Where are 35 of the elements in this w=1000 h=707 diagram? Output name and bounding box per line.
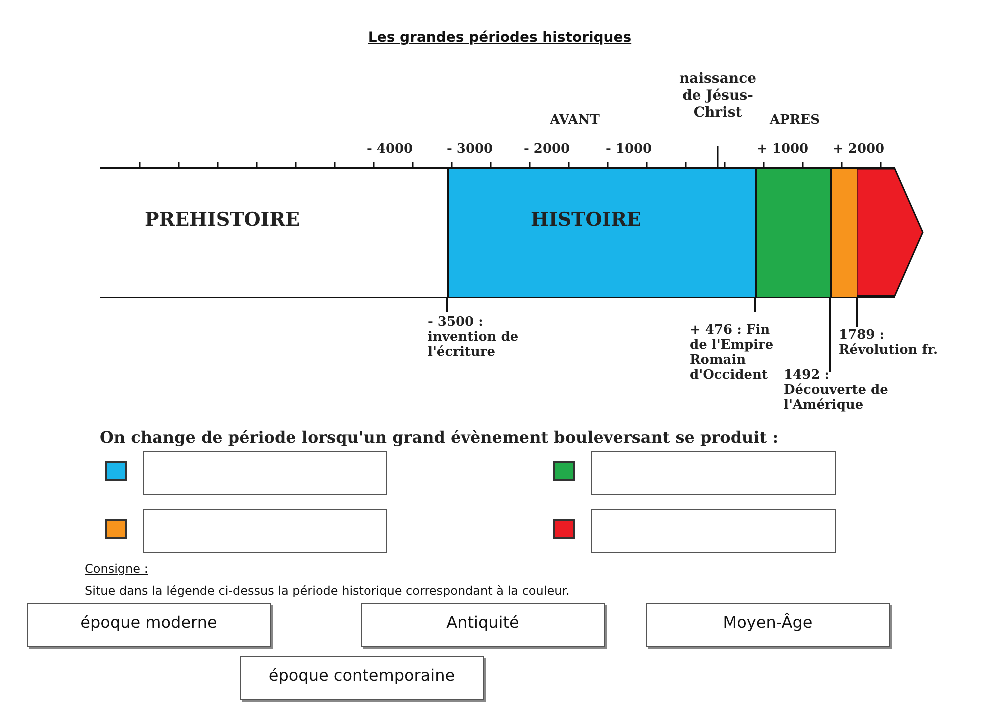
year-label: - 4000 [367, 142, 414, 157]
question-text: On change de période lorsqu'un grand évènement bouleversant se produit : [100, 428, 779, 447]
event-label: naissance de Jésus-Christ [678, 71, 758, 122]
period-band [755, 169, 830, 297]
word-card [27, 603, 271, 647]
answer-box [591, 451, 836, 495]
answer-box [143, 451, 387, 495]
word-label: Antiquité [446, 612, 520, 634]
instruction-text: Situe dans la légende ci-dessus la période historique correspondant à la couleur. [85, 584, 570, 599]
event-label: + 476 : Fin de l'Empire Romain d'Occident [690, 323, 775, 383]
year-label: - 2000 [524, 142, 572, 157]
period-band [830, 169, 857, 297]
word-label: époque contemporaine [268, 665, 456, 687]
word-card [240, 656, 484, 700]
period-band [447, 169, 755, 297]
event-label: - 3500 : invention de l'écriture [428, 315, 520, 360]
word-card [361, 603, 605, 647]
title: Les grandes périodes historiques [367, 30, 633, 46]
answer-box [143, 509, 387, 553]
word-label: époque moderne [80, 612, 218, 634]
instruction-heading: Consigne : [85, 562, 150, 577]
year-label: + 2000 [833, 142, 886, 157]
answer-box [591, 509, 836, 553]
period-name: PREHISTOIRE [145, 213, 300, 228]
event-label: 1789 : Révolution fr. [839, 328, 940, 358]
period-name: HISTOIRE [531, 213, 642, 228]
word-card [646, 603, 890, 647]
year-label: + 1000 [757, 142, 810, 157]
word-label: Moyen-Âge [722, 612, 814, 634]
era-label: APRES [768, 113, 821, 128]
year-label: - 3000 [447, 142, 494, 157]
event-label: 1492 : Découverte de l'Amérique [784, 368, 890, 413]
era-label: AVANT [549, 113, 601, 128]
period-arrow-band [856, 168, 924, 297]
year-label: - 1000 [606, 142, 654, 157]
